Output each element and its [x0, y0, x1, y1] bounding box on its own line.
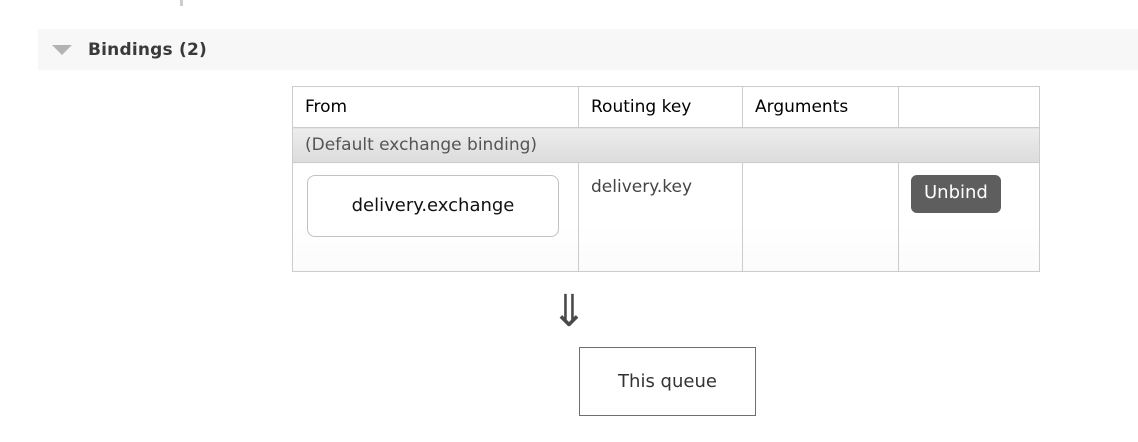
truncated-element-above [180, 0, 183, 6]
column-header-arguments: Arguments [742, 86, 899, 128]
bindings-table-head: From Routing key Arguments [292, 86, 1040, 128]
unbind-button[interactable]: Unbind [911, 175, 1001, 213]
table-header-row: From Routing key Arguments [292, 86, 1040, 128]
cell-from: delivery.exchange [292, 162, 579, 272]
default-exchange-binding-label: (Default exchange binding) [292, 127, 1040, 163]
table-row: delivery.exchange delivery.key Unbind [292, 162, 1040, 272]
cell-arguments [742, 162, 899, 272]
caret-down-icon[interactable] [52, 44, 72, 55]
column-header-actions [898, 86, 1040, 128]
column-header-from: From [292, 86, 579, 128]
cell-actions: Unbind [898, 162, 1040, 272]
bindings-section-header[interactable]: Bindings (2) [38, 29, 1138, 70]
this-queue-box: This queue [579, 347, 756, 416]
column-header-routing-key: Routing key [578, 86, 743, 128]
section-title: Bindings (2) [88, 39, 207, 60]
double-down-arrow-icon: ⇓ [550, 286, 588, 337]
default-exchange-binding-row: (Default exchange binding) [292, 127, 1040, 163]
exchange-link[interactable]: delivery.exchange [307, 175, 559, 237]
bindings-table-body: (Default exchange binding) delivery.exch… [292, 127, 1040, 272]
cell-routing-key: delivery.key [578, 162, 743, 272]
bindings-table: From Routing key Arguments (Default exch… [292, 86, 1040, 272]
